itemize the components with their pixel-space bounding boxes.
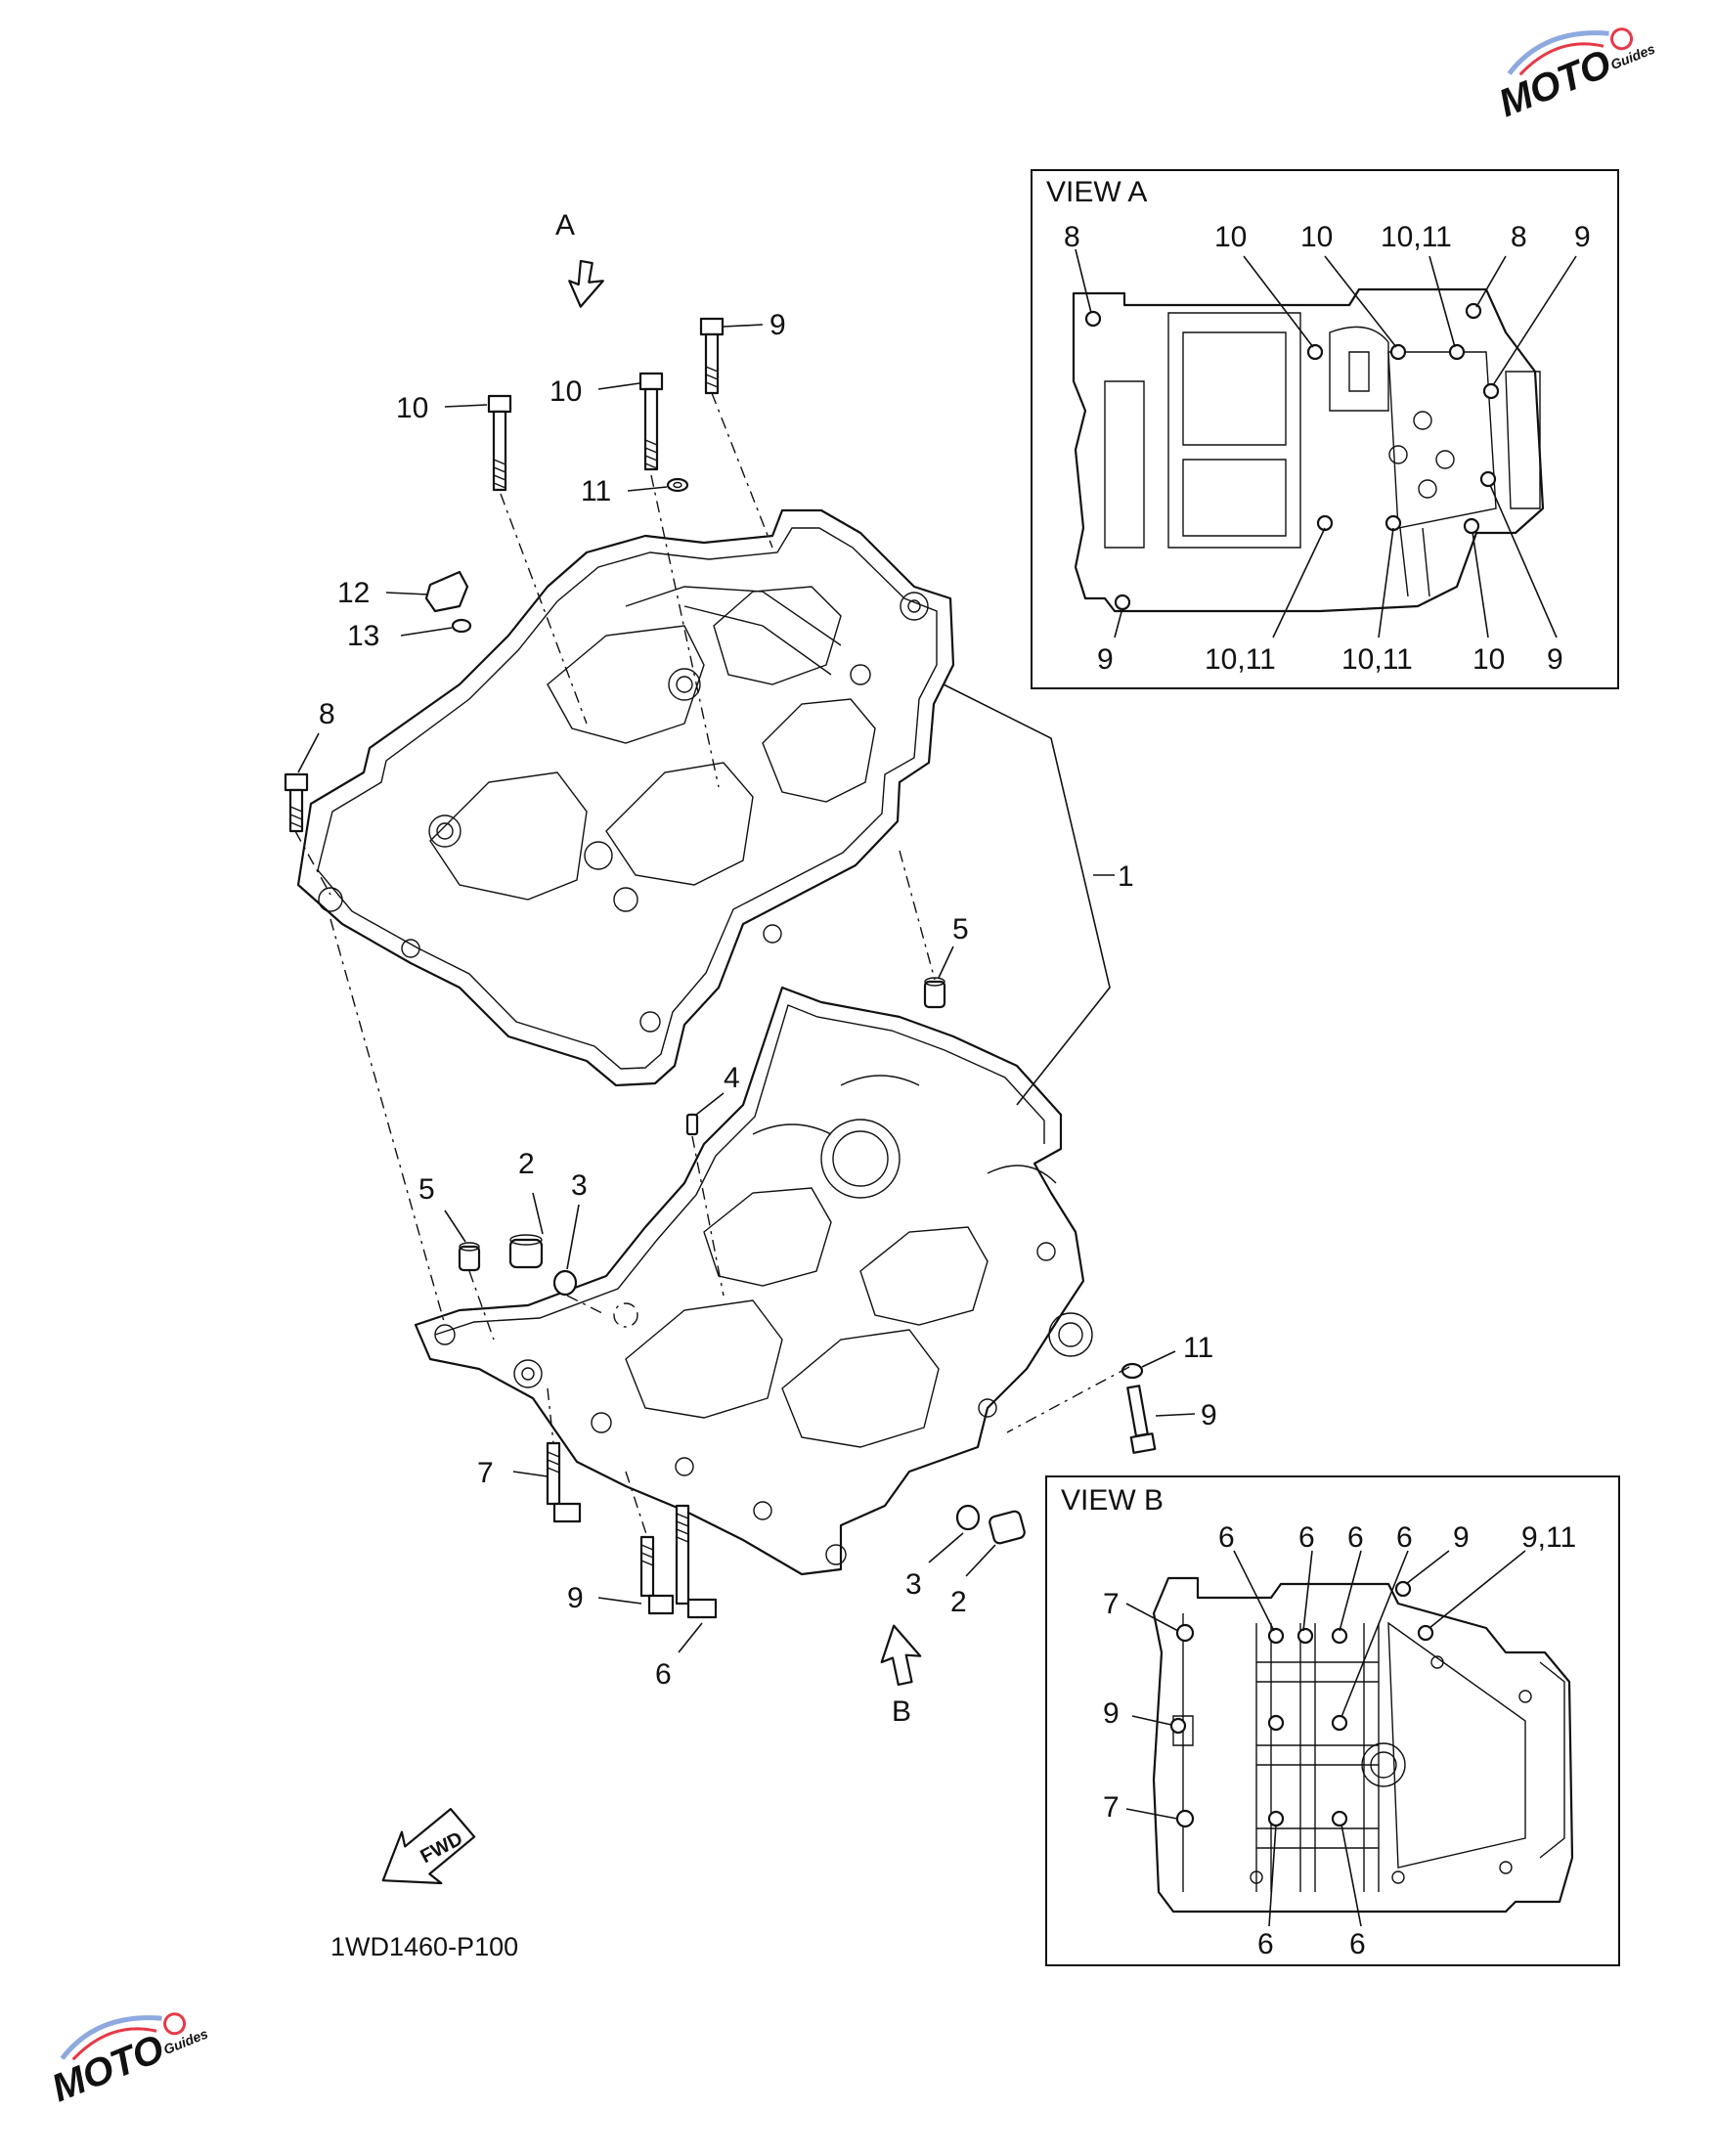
- view-b-label: 9,11: [1521, 1521, 1576, 1554]
- callout-3: 3: [571, 1169, 588, 1202]
- view-a-label: 10,11: [1381, 221, 1452, 253]
- callout-5: 5: [952, 913, 969, 946]
- callout-2: 2: [518, 1148, 535, 1180]
- plug-2-right: [989, 1510, 1026, 1545]
- bolt-10-left: [487, 394, 512, 492]
- main-callouts: 1 2 2 3 3 4 5 5 6 7 8 9 9 9 10 10 11: [297, 309, 1217, 1691]
- view-a-inset: VIEW A: [1031, 169, 1619, 689]
- view-a-label: 10,11: [1341, 643, 1413, 676]
- watermark-bottom-left: MOTO Guides: [46, 2012, 210, 2110]
- callout-6: 6: [655, 1658, 672, 1691]
- pin-4: [685, 1113, 699, 1136]
- oring-3-left: [552, 1269, 578, 1297]
- bolt-9-bottom: [639, 1535, 675, 1615]
- fwd-arrow: FWD: [381, 1808, 476, 1885]
- bolt-9-top: [699, 317, 725, 395]
- view-a-label: 10,11: [1205, 643, 1276, 676]
- callout-9: 9: [1201, 1399, 1217, 1431]
- plug-2-left: [508, 1234, 544, 1269]
- arrow-a-label: A: [555, 209, 575, 242]
- watermark-text: MOTO: [1493, 42, 1617, 125]
- view-b-label: 6: [1257, 1928, 1274, 1960]
- view-a-arrow: A: [555, 209, 604, 308]
- callout-3: 3: [905, 1568, 922, 1601]
- view-b-label: 6: [1298, 1521, 1315, 1554]
- view-b-label: 6: [1347, 1521, 1364, 1554]
- callout-10: 10: [396, 392, 428, 424]
- watermark-top-right: MOTO Guides: [1493, 27, 1657, 125]
- callout-9: 9: [567, 1582, 584, 1614]
- callout-13: 13: [347, 620, 379, 652]
- callout-4: 4: [724, 1062, 740, 1094]
- oring-13: [451, 618, 472, 634]
- callout-11: 11: [1183, 1332, 1213, 1364]
- view-b-label: 9: [1453, 1521, 1470, 1554]
- bolt-9-right: [1126, 1385, 1157, 1454]
- view-a-label: 10: [1214, 221, 1247, 253]
- view-b-arrow: B: [880, 1624, 922, 1728]
- view-a-label: 10: [1472, 643, 1505, 676]
- callout-10: 10: [549, 375, 582, 408]
- view-b-label: 9: [1103, 1697, 1120, 1730]
- oring-3-right: [955, 1504, 981, 1531]
- callout-11: 11: [581, 475, 611, 507]
- alignment-lines: [294, 392, 1130, 1538]
- upper-crankcase: [296, 508, 955, 1087]
- callout-1: 1: [1118, 860, 1134, 893]
- view-b-label: 6: [1218, 1521, 1235, 1554]
- view-a-label: 8: [1064, 221, 1080, 253]
- view-a-label: 9: [1547, 643, 1563, 676]
- dowel-5-right: [923, 977, 946, 1009]
- view-a-label: 9: [1097, 643, 1114, 676]
- bolt-8-left: [284, 772, 309, 833]
- bolt-7: [546, 1441, 582, 1523]
- gear-icon: [163, 2012, 187, 2036]
- view-b-label: 7: [1103, 1791, 1120, 1824]
- watermark-text: MOTO: [46, 2027, 170, 2110]
- view-b-label: 6: [1396, 1521, 1413, 1554]
- dowel-5-left: [458, 1242, 481, 1272]
- view-b-label: 6: [1349, 1928, 1366, 1960]
- bolt-10-mid: [638, 372, 664, 471]
- washer-11-right: [1121, 1362, 1144, 1380]
- view-a-label: 10: [1300, 221, 1333, 253]
- callout-9: 9: [769, 309, 786, 341]
- arrow-b-label: B: [892, 1695, 911, 1728]
- view-b-inset: VIEW B: [1045, 1475, 1620, 1966]
- callout-12: 12: [337, 577, 370, 609]
- washer-11-top: [666, 477, 689, 493]
- callout-7: 7: [477, 1457, 494, 1489]
- view-a-label: 8: [1511, 221, 1527, 253]
- callout-2: 2: [950, 1586, 967, 1618]
- view-a-label: 9: [1574, 221, 1591, 253]
- breather-12: [424, 570, 469, 613]
- diagram-code: 1WD1460-P100: [330, 1932, 518, 1961]
- view-a-title: VIEW A: [1046, 176, 1147, 208]
- gear-icon: [1610, 27, 1634, 51]
- callout-8: 8: [319, 698, 335, 730]
- lower-crankcase: [414, 986, 1093, 1576]
- callout-5: 5: [418, 1173, 435, 1206]
- view-b-label: 7: [1103, 1588, 1120, 1620]
- view-b-title: VIEW B: [1061, 1484, 1164, 1517]
- bolt-6: [675, 1504, 718, 1619]
